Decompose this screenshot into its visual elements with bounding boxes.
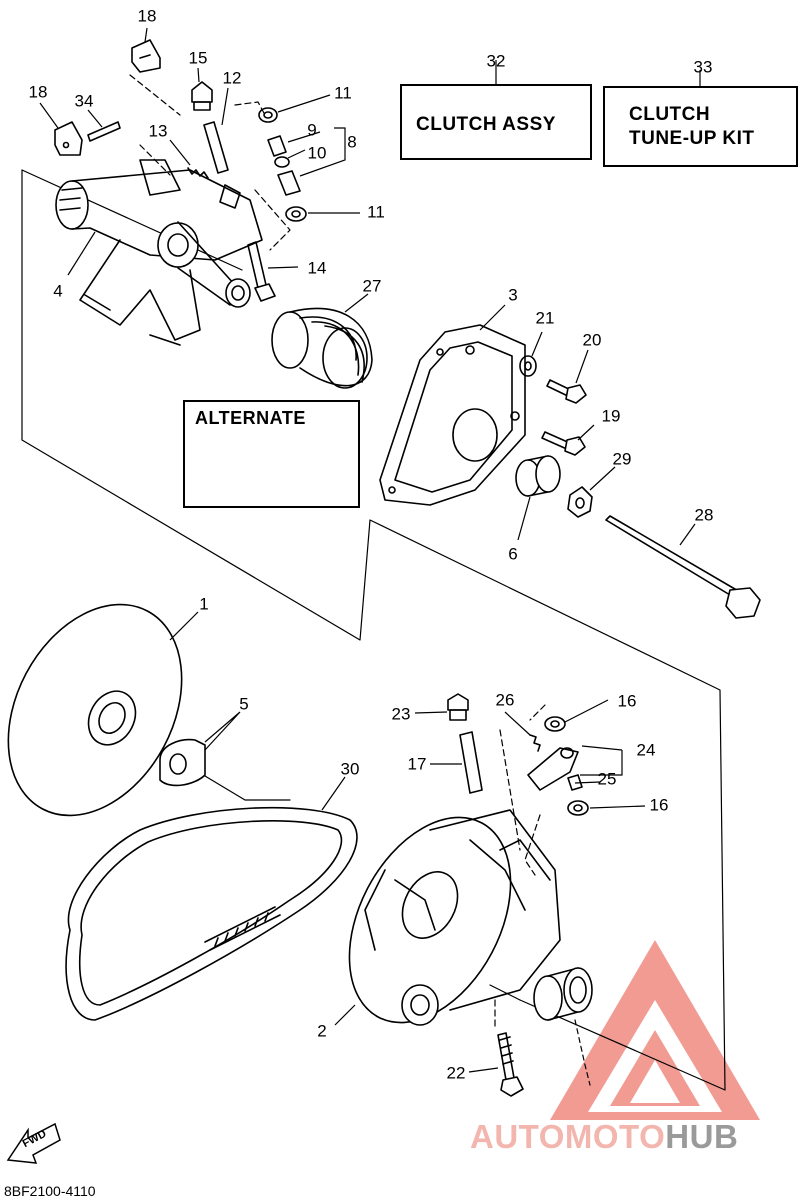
bolt-22 [497, 1032, 524, 1097]
callout-33: 33 [693, 57, 713, 77]
pin-34 [87, 121, 121, 142]
washer-16-bottom [567, 800, 589, 816]
callout-15: 15 [188, 48, 208, 68]
spring-27 [271, 307, 373, 389]
cover-3 [379, 324, 526, 506]
fwd-arrow-icon [6, 1122, 61, 1164]
callout-16-top: 16 [617, 691, 637, 711]
callout-16-bottom: 16 [649, 795, 669, 815]
clutch-assy-label: CLUTCH ASSY [416, 114, 556, 135]
callout-1: 1 [199, 594, 209, 614]
callout-29: 29 [612, 449, 632, 469]
callout-10: 10 [307, 143, 327, 163]
callout-17: 17 [407, 754, 427, 774]
bolt-20 [546, 379, 587, 404]
callout-3: 3 [508, 285, 518, 305]
pin-17 [459, 731, 483, 794]
bushing-6 [515, 455, 561, 497]
tune-up-kit-box: CLUTCH TUNE-UP KIT [603, 86, 798, 167]
callout-2: 2 [317, 1021, 327, 1041]
alternate-box: ALTERNATE [183, 400, 360, 508]
nut-29 [567, 486, 593, 518]
callout-11-bottom: 11 [367, 202, 385, 222]
cap-23 [447, 693, 469, 721]
bolt-19 [541, 431, 586, 456]
drawing-code: 8BF2100-4110 [4, 1183, 96, 1199]
roller-assembly-8 [267, 135, 301, 196]
callout-32: 32 [486, 51, 506, 71]
callout-14: 14 [307, 258, 327, 278]
tune-up-label-line1: CLUTCH [629, 104, 711, 125]
bushing-5 [159, 738, 206, 787]
washer-16-top [544, 716, 566, 732]
watermark-part2: HUB [665, 1118, 739, 1155]
washer-11-top [258, 107, 278, 123]
callout-22: 22 [446, 1063, 466, 1083]
callout-5: 5 [239, 694, 249, 714]
screw-15 [191, 81, 213, 111]
group-outline-lower [194, 769, 521, 1001]
callout-28: 28 [694, 505, 714, 525]
callout-24: 24 [636, 740, 656, 760]
arm-assembly-24 [527, 747, 583, 791]
callout-26: 26 [495, 690, 515, 710]
clutch-assy-box: CLUTCH ASSY [400, 84, 592, 160]
watermark-text: AUTOMOTOHUB [470, 1118, 738, 1156]
callout-30: 30 [340, 759, 360, 779]
leader-lines [39, 27, 701, 1073]
spring-13 [187, 167, 209, 179]
primary-spider [55, 159, 263, 346]
drive-belt-30 [65, 806, 358, 1021]
callout-18-top: 18 [137, 6, 157, 26]
watermark-part1: AUTOMOTO [470, 1118, 666, 1155]
alternate-label: ALTERNATE [195, 408, 306, 428]
callout-27: 27 [362, 276, 382, 296]
watermark-logo [550, 940, 760, 1120]
callout-20: 20 [582, 330, 602, 350]
bolt-28 [605, 515, 761, 619]
callout-23: 23 [391, 704, 411, 724]
washer-21 [519, 355, 537, 377]
callout-18-left: 18 [28, 82, 48, 102]
pin-12 [203, 121, 229, 174]
callout-34: 34 [74, 91, 94, 111]
tune-up-label-line2: TUNE-UP KIT [629, 128, 755, 149]
callout-4: 4 [53, 281, 63, 301]
callout-11-top: 11 [334, 83, 352, 103]
spring-26 [529, 734, 541, 752]
fixed-sheave-1 [7, 603, 183, 817]
callout-9: 9 [307, 120, 317, 140]
callout-19: 19 [601, 406, 621, 426]
callout-21: 21 [535, 308, 555, 328]
callout-8: 8 [347, 132, 357, 152]
callout-13: 13 [148, 121, 168, 141]
callout-12: 12 [222, 68, 242, 88]
cap-18-top [131, 39, 161, 73]
bushing-lower [533, 967, 593, 1021]
callout-6: 6 [508, 544, 518, 564]
callout-25: 25 [597, 769, 617, 789]
movable-sheave-2 [348, 809, 561, 1026]
cap-18-left [54, 121, 83, 156]
bolt-14 [247, 241, 276, 302]
washer-11-bottom [285, 206, 307, 222]
